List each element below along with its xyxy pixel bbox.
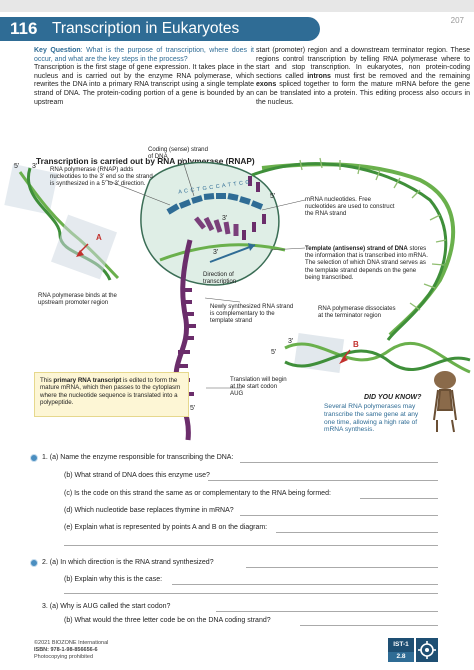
prime-label: 3' [32,163,38,170]
template-strand-label: Template (antisense) strand of DNA store… [305,245,428,281]
dna-helix-left [4,163,120,281]
intro-left-column: Key Question: What is the purpose of tra… [34,47,254,107]
coding-strand-label: Coding (sense) strand of DNA [148,146,208,161]
answer-line[interactable] [172,584,438,585]
answer-line[interactable] [246,567,438,568]
mrna-nucleotides-label: mRNA nucleotides. Free nucleotides are u… [305,196,395,218]
code-badge: IST-1 2.8 [388,638,414,662]
intro-left-text: Transcription is the first stage of gene… [34,64,254,106]
question-2b: (b) Explain why this is the case: [64,576,163,583]
question-3b: (b) What would the three letter code be … [64,617,271,624]
did-you-know-text: Several RNA polymerases may transcribe t… [324,403,419,434]
answer-line[interactable] [216,611,438,612]
dyk-character [433,371,457,433]
primary-transcript-note: This primary RNA transcript is edited to… [34,372,189,417]
title-banner [0,17,320,41]
key-question: Key Question: What is the purpose of tra… [34,47,254,63]
question-1b: (b) What strand of DNA does this enzyme … [64,472,210,479]
prime-label: 5' [14,163,20,170]
answer-line[interactable] [64,593,438,594]
question-1c: (c) Is the code on this strand the same … [64,490,331,497]
top-strip [0,0,474,12]
answer-line[interactable] [240,462,438,463]
footer-info: ©2021 BIOZONE International ISBN: 978-1-… [34,640,109,660]
question-3a: 3. (a) Why is AUG called the start codon… [42,603,171,610]
prime-label: 3' [288,338,294,345]
point-b: B [353,340,359,349]
direction-label: Direction of transcription [203,271,237,286]
answer-line[interactable] [240,515,438,516]
activity-number: 116 [10,19,38,38]
translation-label: Translation will begin at the start codo… [230,376,287,398]
intro-right-column: start (promoter) region and a downstream… [256,47,470,106]
answer-line[interactable] [300,625,438,626]
question-1a: 1. (a) Name the enzyme responsible for t… [42,454,234,461]
page-number: 207 [450,16,464,25]
prime-label: 5' [190,405,196,412]
diagram-subtitle: Transcription is carried out by RNA poly… [36,156,255,166]
answer-line[interactable] [208,480,438,481]
prime-label: 5' [270,193,276,200]
answer-line[interactable] [64,545,438,546]
question-2a: 2. (a) In which direction is the RNA str… [42,559,214,566]
new-strand-label: Newly synthesized RNA strand is compleme… [210,303,294,325]
prime-label: 3' [213,249,219,256]
question-1d: (d) Which nucleotide base replaces thymi… [64,507,234,514]
rnap-label: RNA polymerase (RNAP) adds nucleotides t… [50,166,153,188]
dna-helix-right [284,332,471,374]
dissociates-label: RNA polymerase dissociates at the termin… [318,305,396,320]
gear-icon-badge [416,638,438,662]
gear-icon [418,641,436,659]
point-a: A [96,233,102,242]
did-you-know-title: DID YOU KNOW? [364,394,422,401]
question-1e: (e) Explain what is represented by point… [64,524,268,531]
answer-line[interactable] [360,498,438,499]
prime-label: 3' [222,215,228,222]
question-bullet [30,559,38,567]
binds-label: RNA polymerase binds at the upstream pro… [38,292,117,307]
prime-label: 5' [271,349,277,356]
page-title: Transcription in Eukaryotes [52,20,240,37]
question-bullet [30,454,38,462]
answer-line[interactable] [276,532,438,533]
